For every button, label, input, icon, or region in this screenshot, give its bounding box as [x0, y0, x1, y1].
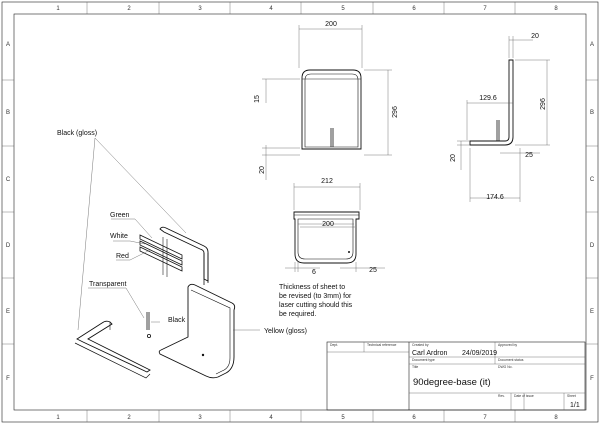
isometric-assembly — [74, 226, 236, 379]
tb-date-of-issue-label: Date of issue — [514, 394, 534, 398]
front-view — [262, 25, 392, 180]
col-label: 7 — [483, 415, 487, 421]
dim-side-bottom: 20 — [450, 154, 457, 162]
row-label: E — [6, 309, 10, 315]
callout-black: Black — [168, 317, 186, 324]
row-label: A — [6, 42, 10, 48]
col-label: 4 — [269, 6, 273, 12]
row-label: B — [590, 110, 594, 116]
dim-side-top: 20 — [531, 33, 539, 40]
col-label: 4 — [269, 415, 273, 421]
col-label: 1 — [56, 415, 60, 421]
row-label: F — [590, 376, 594, 382]
col-label: 6 — [412, 415, 416, 421]
col-label: 8 — [554, 6, 558, 12]
dim-front-bottom: 20 — [259, 166, 266, 174]
note-line: be revised (to 3mm) for — [279, 293, 352, 300]
dim-top-inner: 200 — [322, 221, 334, 228]
callout-white: White — [110, 233, 128, 240]
tb-created-by: Carl Ardron — [412, 350, 448, 357]
tb-dwg-no-label: DWG No. — [498, 365, 513, 369]
dim-front-width: 200 — [325, 21, 337, 28]
tb-approved-by-label: Approved by — [498, 343, 517, 347]
dim-side-tab: 25 — [525, 152, 533, 159]
tb-tech-ref-label: Technical reference — [367, 343, 397, 347]
tb-title: 90degree-base (it) — [413, 377, 491, 388]
callout-black-gloss: Black (gloss) — [57, 130, 97, 137]
note-line: Thickness of sheet to — [279, 284, 345, 291]
row-label: D — [590, 243, 595, 249]
col-label: 2 — [127, 415, 131, 421]
note-line: be required. — [279, 311, 316, 318]
side-view — [457, 36, 550, 202]
col-label: 7 — [483, 6, 487, 12]
col-label: 1 — [56, 6, 60, 12]
col-label: 8 — [554, 415, 558, 421]
tb-sheet: 1/1 — [570, 402, 580, 409]
callout-green: Green — [110, 212, 130, 219]
row-label: A — [590, 42, 594, 48]
row-label: C — [590, 177, 595, 183]
callout-leaders — [77, 137, 260, 331]
tb-title-label: Title — [412, 365, 418, 369]
row-label: E — [590, 309, 594, 315]
tb-date: 24/09/2019 — [462, 350, 497, 357]
callout-red: Red — [116, 253, 129, 260]
note-line: laser cutting should this — [279, 302, 353, 309]
row-label: B — [6, 110, 10, 116]
tb-sheet-label: Sheet — [567, 394, 576, 398]
callout-yellow-gloss: Yellow (gloss) — [264, 328, 307, 335]
tb-doc-type-label: Document type — [412, 358, 435, 362]
callout-transparent: Transparent — [89, 281, 127, 288]
row-label: D — [6, 243, 11, 249]
dim-top-overall: 212 — [321, 178, 333, 185]
col-label: 2 — [127, 6, 131, 12]
col-label: 6 — [412, 6, 416, 12]
col-label: 5 — [341, 415, 345, 421]
dim-side-height: 296 — [540, 98, 547, 110]
tb-created-by-label: Created by — [412, 343, 429, 347]
tb-rev-label: Rev. — [498, 394, 505, 398]
dim-top-right: 25 — [369, 267, 377, 274]
dim-side-total: 174.6 — [486, 194, 504, 201]
title-block — [326, 341, 586, 411]
dim-front-gap: 15 — [254, 95, 261, 103]
row-label: F — [6, 376, 10, 382]
dim-top-left: 6 — [312, 269, 316, 276]
col-label: 3 — [198, 6, 202, 12]
tb-dept-label: Dept. — [330, 343, 338, 347]
dim-front-height: 296 — [392, 106, 399, 118]
tb-doc-status-label: Document status — [498, 358, 524, 362]
dim-side-inner: 129.6 — [479, 95, 497, 102]
col-label: 3 — [198, 415, 202, 421]
col-label: 5 — [341, 6, 345, 12]
row-label: C — [6, 177, 11, 183]
top-view — [285, 183, 385, 272]
